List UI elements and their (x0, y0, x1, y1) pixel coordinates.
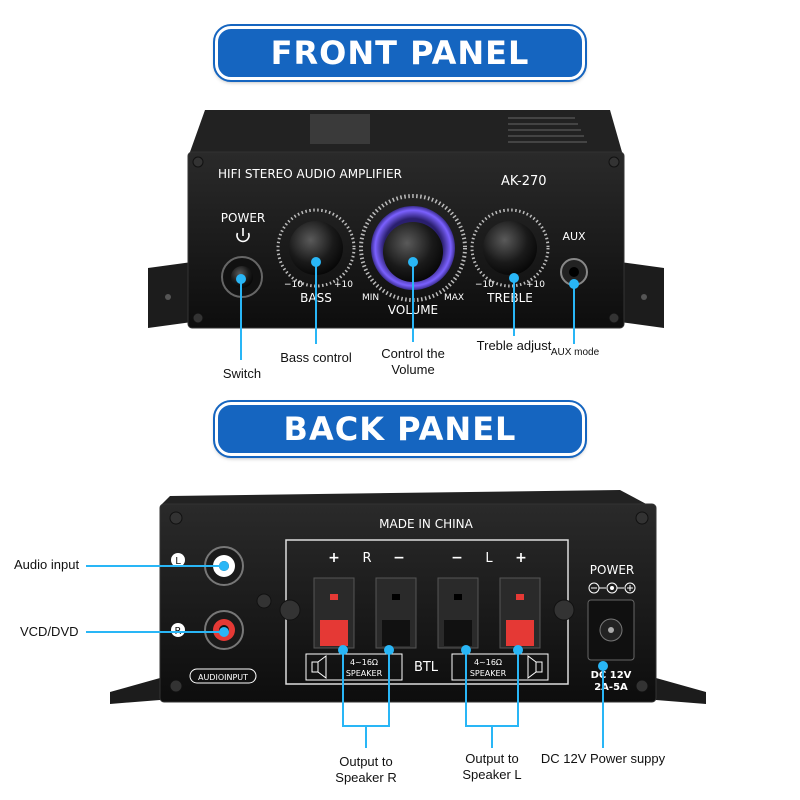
callout-switch: Switch (222, 366, 262, 381)
dc-jack-pin (608, 627, 614, 633)
input-l-label: L (175, 556, 181, 567)
r-minus: − (393, 550, 405, 566)
callout-treble: Treble adjust (476, 338, 552, 353)
treble-knob[interactable] (483, 221, 537, 275)
callout-output-l: Output to Speaker L (442, 751, 542, 782)
device-title: HIFI STEREO AUDIO AMPLIFIER (218, 167, 402, 181)
screw (635, 679, 649, 693)
callout-audio-input: Audio input (14, 557, 80, 572)
screw (169, 679, 183, 693)
treble-max: +10 (526, 280, 545, 290)
input-l-badge (171, 553, 185, 567)
front-callout-lines (236, 257, 579, 360)
channel-l-label: L (485, 551, 493, 566)
bracket-hole (641, 294, 647, 300)
speaker-r-impedance: 4~16Ω (350, 658, 378, 667)
speaker-l-icon (527, 655, 543, 679)
screw (635, 511, 649, 525)
screw (279, 599, 301, 621)
dc-rating-line1: DC 12V (591, 670, 632, 681)
right-bracket (656, 678, 706, 704)
volume-max: MAX (444, 293, 464, 303)
callout-volume-line1: Control the (381, 346, 445, 361)
terminal-l-plus[interactable] (499, 577, 541, 649)
model-number: AK-270 (501, 174, 547, 189)
bracket-hole (165, 294, 171, 300)
callout-output-r-line1: Output to (339, 754, 393, 769)
callout-output-l-line2: Speaker L (462, 766, 522, 782)
screw (192, 156, 204, 168)
speaker-r-label: SPEAKER (346, 669, 383, 678)
audio-input-label: AUDIOINPUT (198, 673, 248, 682)
screw (608, 156, 620, 168)
power-label: POWER (221, 211, 265, 225)
front-panel-banner: FRONT PANEL (213, 24, 587, 82)
channel-r-label: R (362, 551, 371, 566)
heat-vents (508, 117, 587, 143)
speaker-l-impedance: 4~16Ω (474, 658, 502, 667)
screw (553, 599, 575, 621)
terminal-r-minus[interactable] (375, 577, 417, 649)
chassis-top (160, 490, 650, 506)
aux-label: AUX (562, 230, 586, 243)
bass-min: −10 (284, 280, 303, 290)
speaker-l-label: SPEAKER (470, 669, 507, 678)
speaker-r-icon (311, 655, 327, 679)
screw (169, 511, 183, 525)
treble-label: TREBLE (486, 291, 533, 305)
made-in-label: MADE IN CHINA (379, 517, 473, 531)
callout-output-r-line2: Speaker R (335, 769, 397, 785)
l-minus: − (451, 550, 463, 566)
treble-scale (470, 208, 550, 288)
terminal-l-minus[interactable] (437, 577, 479, 649)
back-panel-banner: BACK PANEL (213, 400, 587, 458)
screw (192, 312, 204, 324)
back-callout-lines (86, 561, 608, 748)
dc-power-label: POWER (590, 563, 634, 577)
volume-min: MIN (362, 293, 379, 303)
callout-output-r: Output to Speaker R (316, 754, 416, 785)
btl-label: BTL (414, 660, 439, 675)
volume-scale (359, 194, 467, 302)
left-bracket (110, 678, 160, 704)
callout-volume-line2: Volume (391, 361, 435, 377)
top-label (310, 114, 370, 144)
screw (256, 593, 272, 609)
callout-aux: AUX mode (550, 347, 600, 358)
r-plus: + (328, 550, 340, 566)
callout-vcd: VCD/DVD (20, 624, 79, 639)
screw (608, 312, 620, 324)
callout-bass: Bass control (280, 350, 352, 365)
bass-scale (276, 208, 356, 288)
volume-knob[interactable] (383, 222, 443, 282)
speaker-r-box (305, 653, 403, 681)
dc-rating-line2: 2A-5A (594, 682, 628, 693)
callout-volume: Control the Volume (365, 346, 461, 377)
input-r-badge (171, 623, 185, 637)
speaker-l-box (451, 653, 549, 681)
callout-output-l-line1: Output to (465, 751, 519, 766)
polarity-icon (588, 582, 636, 594)
front-amplifier: HIFI STEREO AUDIO AMPLIFIER AK-270 POWER… (148, 110, 664, 329)
treble-min: −10 (475, 280, 494, 290)
aux-jack-hole (569, 267, 579, 277)
bass-knob[interactable] (289, 221, 343, 275)
audio-input-badge (189, 668, 257, 684)
terminal-r-plus[interactable] (313, 577, 355, 649)
l-plus: + (515, 550, 527, 566)
callout-dc-power: DC 12V Power suppy (540, 751, 666, 766)
power-icon (236, 228, 250, 243)
back-amplifier: MADE IN CHINA L R AUDIOINPUT + R − − L + (110, 490, 706, 704)
bass-max: +10 (334, 280, 353, 290)
